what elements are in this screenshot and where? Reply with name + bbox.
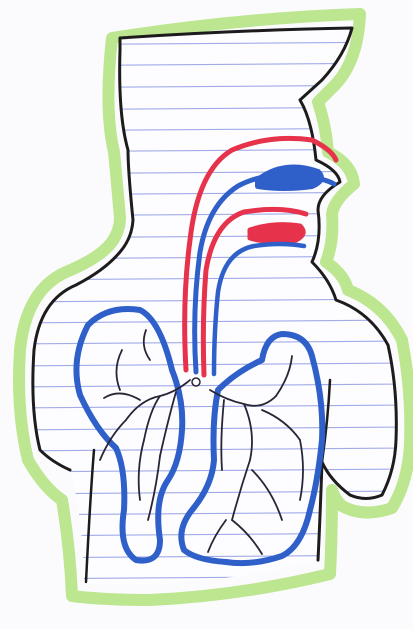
carina (192, 378, 200, 386)
